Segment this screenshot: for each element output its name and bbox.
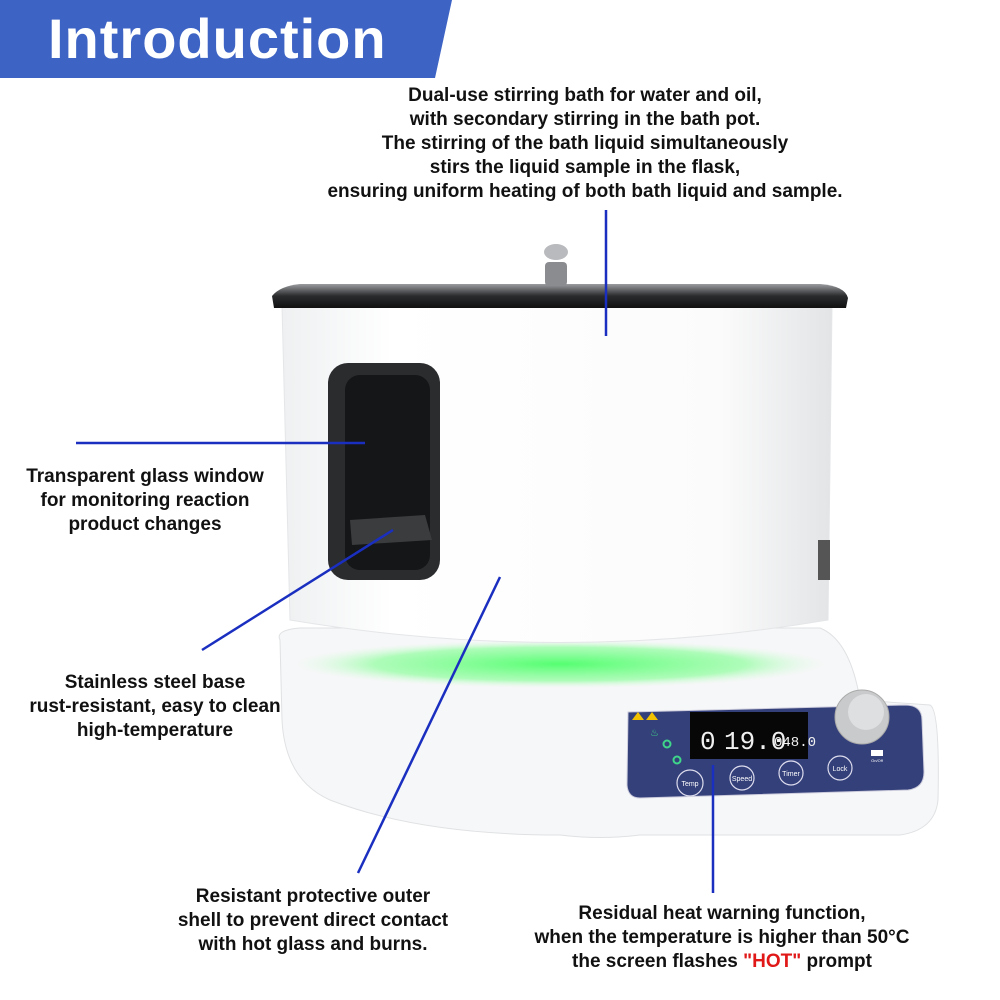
callout-line: ensuring uniform heating of both bath li… bbox=[327, 181, 843, 202]
banner-shape bbox=[0, 0, 452, 78]
power-switch[interactable]: On/Off bbox=[871, 750, 884, 763]
hot-prompt-text: "HOT" bbox=[743, 951, 802, 972]
heat-icon: ♨ bbox=[650, 728, 659, 739]
callout-line: when the temperature is higher than 50°C bbox=[534, 927, 910, 948]
callout-line: product changes bbox=[68, 514, 222, 535]
title-banner: Introduction bbox=[0, 0, 460, 78]
leader-line-shell bbox=[356, 576, 502, 874]
callout-window: Transparent glass window for monitoring … bbox=[26, 465, 264, 537]
callout-line: rust-resistant, easy to clean bbox=[29, 696, 281, 717]
callout-line: The stirring of the bath liquid simultan… bbox=[381, 133, 789, 154]
callout-line: for monitoring reaction bbox=[40, 490, 250, 511]
callout-text: prompt bbox=[801, 951, 872, 972]
control-panel: ♨ 0 19.0 048.0 Temp Speed Timer Lock On/… bbox=[626, 689, 925, 799]
svg-text:On/Off: On/Off bbox=[871, 758, 884, 763]
leader-lines bbox=[76, 210, 715, 893]
timer-button[interactable]: Timer bbox=[778, 760, 804, 786]
svg-text:Timer: Timer bbox=[782, 771, 800, 778]
warning-icon bbox=[632, 712, 644, 720]
callout-line: with secondary stirring in the bath pot. bbox=[409, 109, 761, 130]
svg-text:Temp: Temp bbox=[681, 781, 698, 788]
callout-line: Dual-use stirring bath for water and oil… bbox=[408, 85, 762, 106]
lock-button[interactable]: Lock bbox=[827, 755, 853, 781]
glass-window bbox=[328, 363, 440, 580]
speed-button[interactable]: Speed bbox=[729, 765, 755, 791]
svg-text:Lock: Lock bbox=[833, 766, 848, 773]
green-glow-ring bbox=[295, 640, 825, 688]
stir-icon bbox=[662, 739, 672, 749]
leader-line-base bbox=[201, 528, 394, 652]
callout-line: high-temperature bbox=[76, 720, 234, 741]
timer-icon bbox=[672, 755, 682, 765]
callout-line: shell to prevent direct contact bbox=[177, 910, 449, 931]
display-right: 048.0 bbox=[774, 735, 816, 751]
callout-line: the screen flashes "HOT" prompt bbox=[534, 950, 909, 974]
callout-base: Stainless steel base rust-resistant, eas… bbox=[29, 671, 280, 743]
callout-line: Resistant protective outer bbox=[195, 886, 431, 907]
callout-text: the screen flashes bbox=[572, 951, 744, 972]
callout-line: Residual heat warning function, bbox=[578, 903, 866, 924]
callout-line: with hot glass and burns. bbox=[198, 934, 428, 955]
page-title: Introduction bbox=[48, 7, 387, 70]
callout-line: Stainless steel base bbox=[64, 672, 246, 693]
callout-shell: Resistant protective outer shell to prev… bbox=[178, 885, 448, 957]
lcd-display bbox=[690, 712, 808, 759]
lid bbox=[272, 244, 848, 308]
temp-button[interactable]: Temp bbox=[676, 769, 704, 797]
svg-text:Speed: Speed bbox=[732, 776, 752, 783]
callout-line: Transparent glass window bbox=[26, 466, 264, 487]
callout-residual: Residual heat warning function, when the… bbox=[534, 902, 909, 974]
lid-knob bbox=[545, 262, 567, 286]
callout-stirring: Dual-use stirring bath for water and oil… bbox=[327, 84, 842, 204]
display-temp: 19.0 bbox=[724, 727, 786, 757]
callout-line: stirs the liquid sample in the flask, bbox=[429, 157, 741, 178]
display-left: 0 bbox=[700, 727, 716, 757]
warning-icon bbox=[646, 712, 658, 720]
